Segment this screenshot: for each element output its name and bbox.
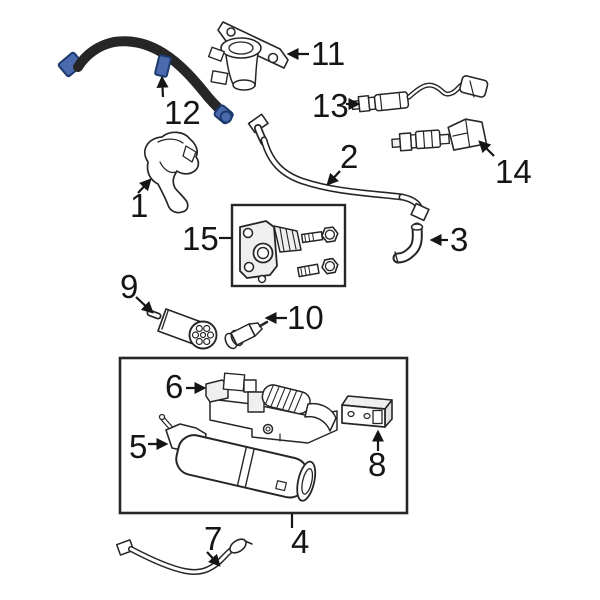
callout-15: 15 bbox=[182, 220, 219, 257]
arrow-14 bbox=[478, 140, 495, 157]
part-1-shield bbox=[143, 131, 200, 214]
callout-2: 2 bbox=[340, 138, 358, 175]
arrow-7 bbox=[206, 551, 221, 567]
callout-11: 11 bbox=[311, 35, 345, 72]
callout-9: 9 bbox=[120, 268, 138, 305]
part-6-bracket-assembly bbox=[205, 372, 338, 444]
callout-3: 3 bbox=[450, 221, 468, 258]
part-15-boxed-group bbox=[230, 203, 347, 288]
part-10-sensor bbox=[224, 320, 269, 350]
part-15-bolt-2 bbox=[296, 257, 339, 278]
callout-13: 13 bbox=[312, 87, 349, 124]
part-14-sensor bbox=[391, 118, 488, 152]
arrow-1 bbox=[137, 178, 152, 194]
part-3-elbow-hose bbox=[392, 222, 424, 264]
arrow-2 bbox=[326, 170, 341, 186]
part-4-box bbox=[118, 356, 409, 515]
callout-1: 1 bbox=[130, 187, 148, 224]
callout-5: 5 bbox=[129, 428, 147, 465]
callout-8: 8 bbox=[368, 446, 386, 483]
part-8-vent-box bbox=[341, 395, 393, 428]
part-15-bolt-1 bbox=[300, 226, 339, 244]
callout-arrows bbox=[135, 47, 495, 567]
part-5-canister bbox=[158, 413, 317, 502]
callout-6: 6 bbox=[165, 368, 183, 405]
part-7-hose bbox=[115, 538, 253, 575]
part-11-bracket bbox=[207, 21, 289, 91]
part-9-solenoid bbox=[146, 308, 218, 350]
part-12-clip bbox=[154, 54, 172, 78]
callout-labels: 1 2 3 4 5 6 7 8 9 10 11 12 13 14 15 bbox=[120, 35, 532, 560]
part-2-tube bbox=[247, 113, 430, 222]
arrow-9 bbox=[135, 296, 154, 314]
arrow-12 bbox=[156, 75, 169, 98]
callout-14: 14 bbox=[495, 153, 532, 190]
part-12-highlighted-tube bbox=[57, 36, 234, 125]
callout-4: 4 bbox=[291, 523, 309, 560]
callout-12: 12 bbox=[164, 94, 201, 131]
callout-10: 10 bbox=[287, 299, 324, 336]
part-13-sensor bbox=[351, 75, 489, 113]
part-15-box bbox=[230, 203, 347, 288]
callout-7: 7 bbox=[204, 520, 222, 557]
